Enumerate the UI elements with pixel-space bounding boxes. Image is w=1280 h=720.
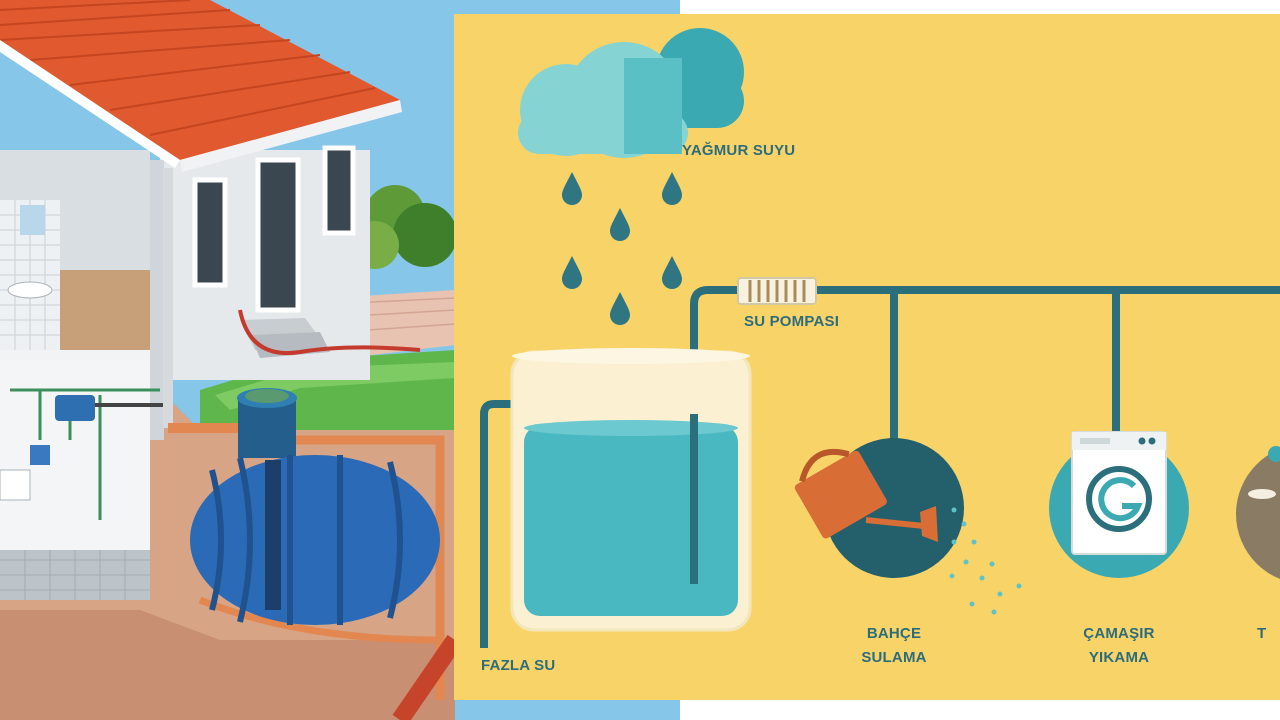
laundry-label: ÇAMAŞIR YIKAMA [1049,622,1189,670]
raindrop-icon [610,292,630,325]
raindrop-icon [662,256,682,289]
raindrop-icon [562,172,582,205]
water-pump-label: SU POMPASI [744,313,840,330]
raindrop-icon [562,256,582,289]
laundry-label-line-1: ÇAMAŞIR [1083,625,1155,642]
raindrop-icon [610,208,630,241]
raindrop-icon [662,172,682,205]
garden-label-line-2: SULAMA [861,649,927,666]
rain-water-label: YAĞMUR SUYU [682,142,796,159]
garden-label-line-1: BAHÇE [866,625,922,642]
washing-machine-icon [1049,431,1189,578]
toilet-icon [1236,446,1280,579]
infographic-panel: YAĞMUR SUYU SU POMPASI FAZLA SU BAHÇE SU… [454,14,1280,700]
water-tank-icon [510,348,752,632]
laundry-label-line-2: YIKAMA [1088,649,1150,666]
pump-icon [737,277,817,305]
garden-irrigation-label: BAHÇE SULAMA [824,622,964,670]
toilet-label: T [1257,625,1267,642]
watering-can-icon [794,438,1022,615]
cloud-icon [518,28,744,158]
overflow-water-label: FAZLA SU [481,657,556,674]
